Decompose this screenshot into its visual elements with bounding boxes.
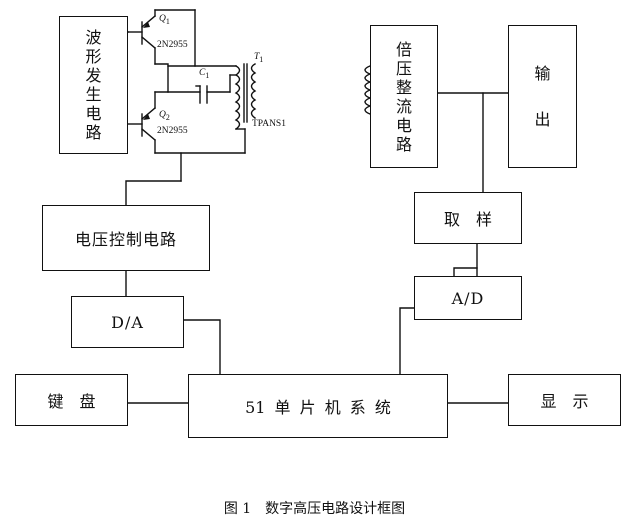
keyboard-label: 键 盘 <box>47 392 96 411</box>
output-label: 输出 <box>534 63 551 129</box>
sampling-block: 取 样 <box>414 192 522 244</box>
q1-part-number: 2N2955 <box>157 40 188 50</box>
voltage-multiplier-label: 倍压整流电路 <box>395 39 412 154</box>
transistor-q2-symbol <box>127 91 156 154</box>
dac-label: D/A <box>111 312 144 332</box>
dac-block: D/A <box>71 296 184 348</box>
t1-label: T1 <box>254 52 264 64</box>
q2-part-number: 2N2955 <box>157 126 188 136</box>
q2-label: Q2 <box>159 110 170 122</box>
transformer-part-number: TPANS1 <box>252 119 286 129</box>
keyboard-block: 键 盘 <box>15 374 128 426</box>
display-block: 显 示 <box>508 374 621 426</box>
waveform-generator-block: 波形发生电路 <box>59 16 128 154</box>
voltage-control-label: 电压控制电路 <box>74 230 177 249</box>
output-block: 输出 <box>508 25 577 168</box>
adc-block: A/D <box>414 276 522 320</box>
mcu-block: 51 单 片 机 系 统 <box>188 374 448 438</box>
sampling-label: 取 样 <box>443 210 492 229</box>
mcu-label: 51 单 片 机 系 统 <box>245 398 391 417</box>
voltage-control-block: 电压控制电路 <box>42 205 210 271</box>
q1-label: Q1 <box>159 14 170 26</box>
adc-label: A/D <box>451 288 485 308</box>
figure-caption: 图 1 数字高压电路设计框图 <box>223 501 406 517</box>
transistor-q1-symbol <box>127 9 156 65</box>
waveform-generator-label: 波形发生电路 <box>85 28 102 142</box>
c1-label: C1 <box>199 68 210 80</box>
display-label: 显 示 <box>540 392 589 411</box>
voltage-multiplier-block: 倍压整流电路 <box>370 25 438 168</box>
